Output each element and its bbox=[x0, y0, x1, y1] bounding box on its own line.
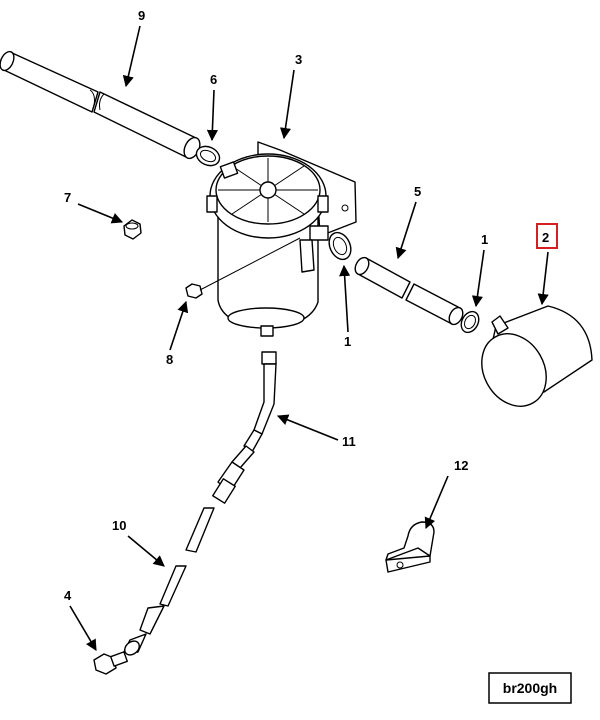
nut-7-icon[interactable] bbox=[123, 219, 142, 240]
reference-code: br200gh bbox=[503, 680, 557, 696]
clamp-6-icon[interactable] bbox=[193, 143, 222, 169]
callout-7: 7 bbox=[64, 190, 71, 205]
fuel-line-11-icon[interactable] bbox=[212, 351, 277, 504]
bolt-8-icon[interactable] bbox=[185, 237, 301, 299]
reference-code-box: br200gh bbox=[488, 672, 572, 704]
canister-2-icon[interactable] bbox=[469, 305, 593, 418]
callout-1a: 1 bbox=[344, 334, 351, 349]
callout-5: 5 bbox=[414, 184, 421, 199]
leader-lines bbox=[69, 25, 549, 651]
callout-11: 11 bbox=[342, 434, 356, 449]
hose-5-icon[interactable] bbox=[352, 255, 465, 327]
callout-2: 2 bbox=[542, 230, 549, 245]
callout-1b: 1 bbox=[481, 232, 488, 247]
fitting-4-icon[interactable] bbox=[93, 651, 128, 675]
bracket-12-icon[interactable] bbox=[385, 521, 435, 573]
callout-4: 4 bbox=[64, 588, 72, 603]
callout-3: 3 bbox=[295, 52, 302, 67]
callout-9: 9 bbox=[138, 8, 145, 23]
callout-6: 6 bbox=[210, 72, 217, 87]
clamp-1b-icon[interactable] bbox=[458, 309, 482, 336]
callout-10: 10 bbox=[112, 518, 126, 533]
fuel-filter-icon[interactable] bbox=[206, 141, 357, 337]
fuel-line-10-icon[interactable] bbox=[122, 507, 215, 658]
hose-9-icon[interactable] bbox=[0, 49, 203, 161]
clamp-1a-icon[interactable] bbox=[325, 229, 355, 263]
callout-8: 8 bbox=[166, 352, 173, 367]
callout-12: 12 bbox=[454, 458, 468, 473]
callout-2-highlight[interactable]: 2 bbox=[536, 223, 558, 249]
